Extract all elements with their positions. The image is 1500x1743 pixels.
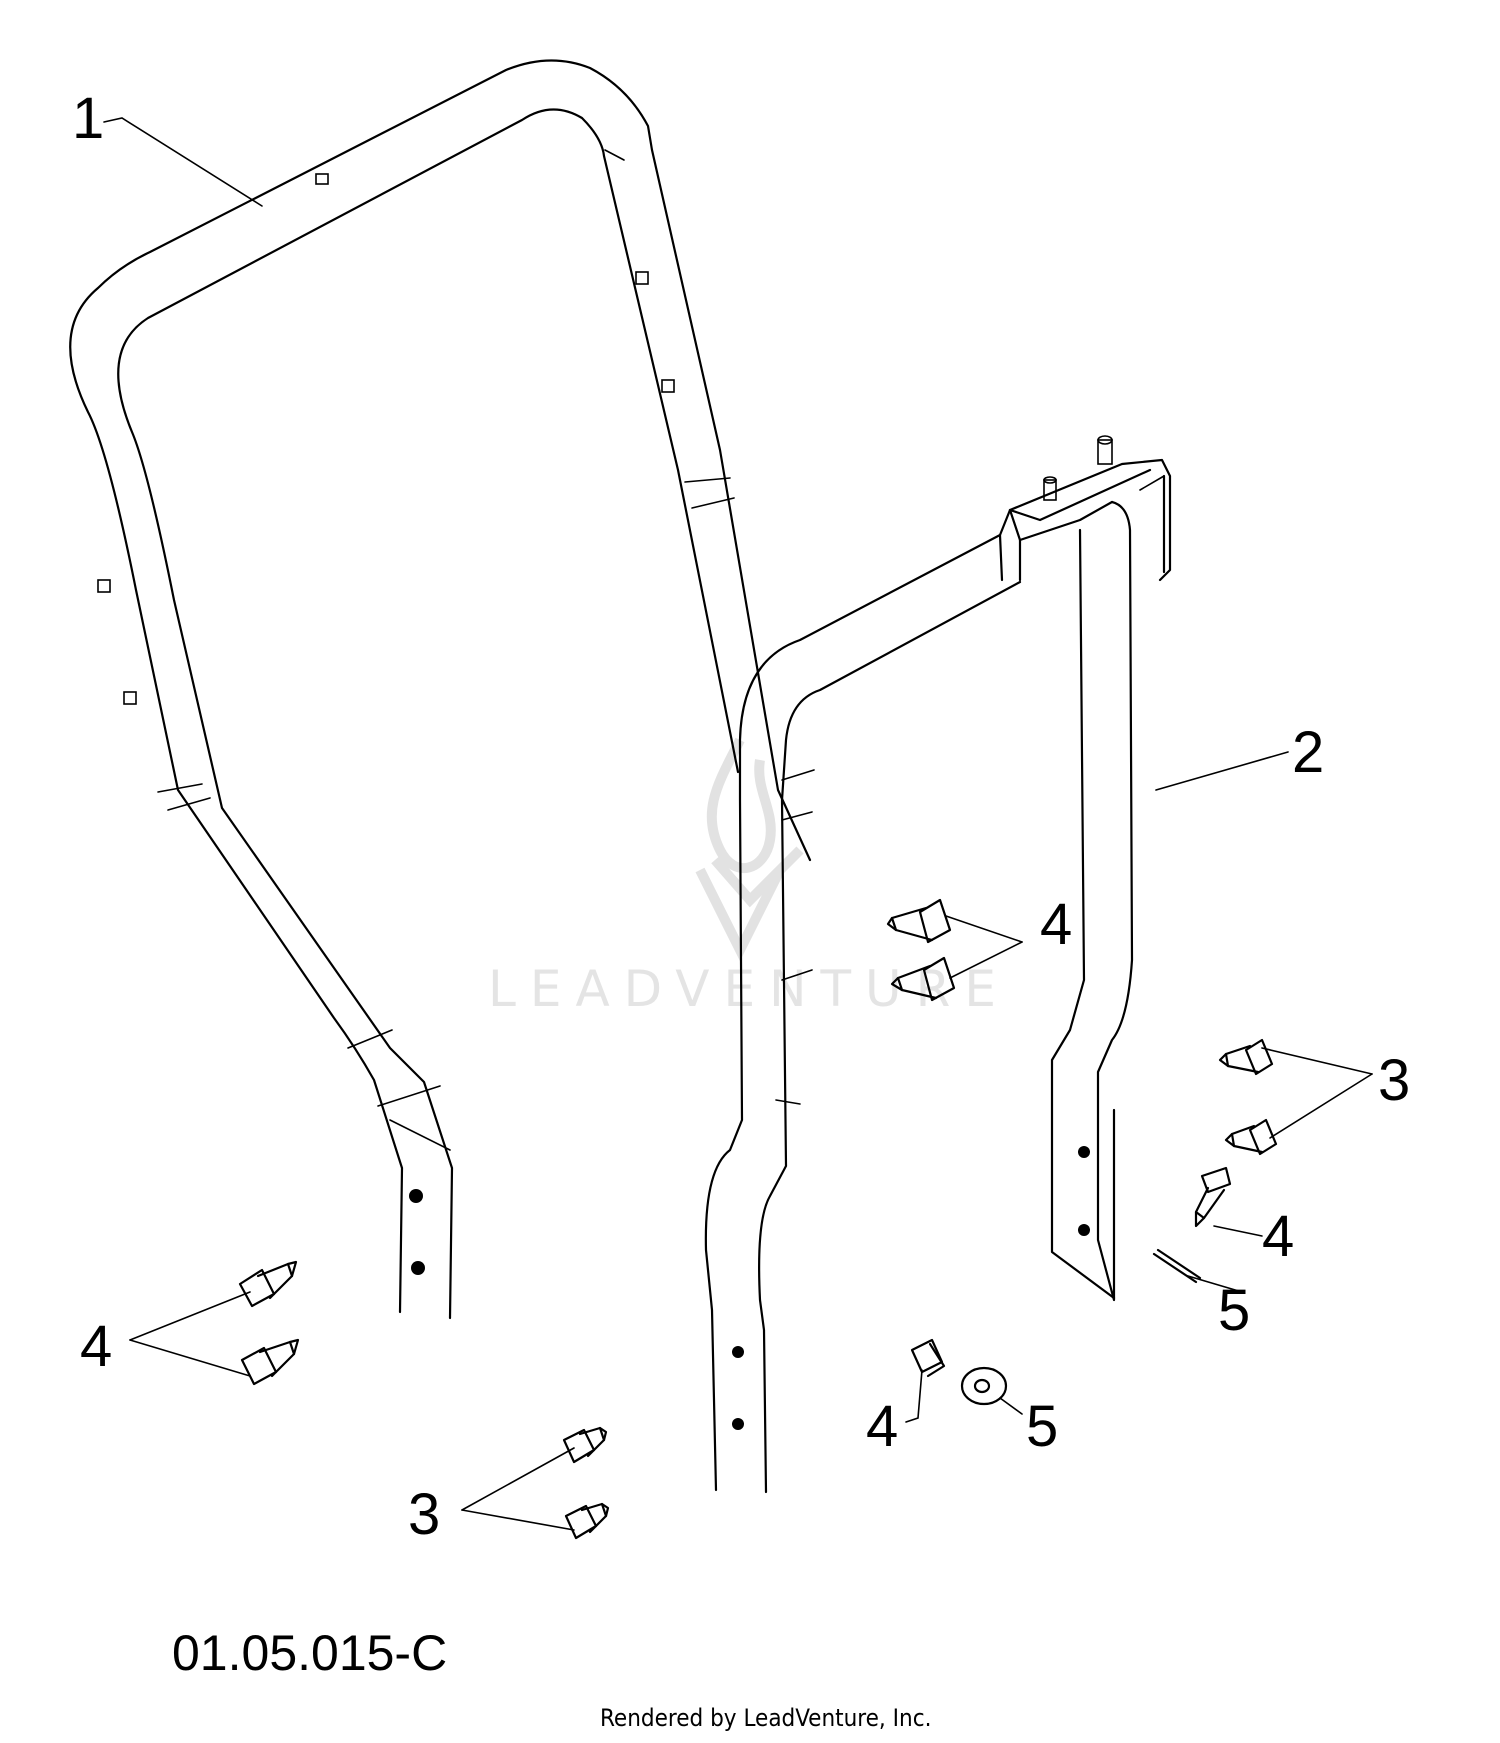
bolt-hole <box>409 1189 423 1203</box>
callout-4: 4 <box>866 1394 898 1459</box>
bolt-icon <box>1194 1166 1232 1228</box>
callout-4: 4 <box>80 1314 112 1379</box>
fasteners <box>238 898 1278 1540</box>
callout-4: 4 <box>1040 892 1072 957</box>
leader-lines <box>103 117 1373 1531</box>
callout-5: 5 <box>1026 1394 1058 1459</box>
callout-2: 2 <box>1292 720 1324 785</box>
callout-3: 3 <box>1378 1048 1410 1113</box>
bolt-hole <box>411 1261 425 1275</box>
bolt-icon <box>238 1260 298 1308</box>
bolt-icon <box>562 1426 608 1464</box>
bolt-hole <box>732 1346 744 1358</box>
callout-4: 4 <box>1262 1204 1294 1269</box>
nut-icon <box>1218 1038 1274 1076</box>
watermark: LEADVENTURE <box>488 737 1010 1018</box>
bolt-icon <box>564 1502 610 1540</box>
render-credit: Rendered by LeadVenture, Inc. <box>600 1704 931 1732</box>
callout-labels: 1 2 3 3 4 4 4 4 4 5 5 <box>72 86 1410 1547</box>
bolt-icon <box>240 1338 300 1386</box>
bolt-hole <box>1078 1146 1090 1158</box>
bolt-hole <box>1078 1224 1090 1236</box>
callout-3: 3 <box>408 1482 440 1547</box>
pin-icon <box>1152 1248 1202 1284</box>
callout-5: 5 <box>1218 1278 1250 1343</box>
washer-icon <box>960 1366 1008 1406</box>
bolt-icon <box>886 898 952 944</box>
bolt-hole <box>732 1418 744 1430</box>
bolt-icon <box>890 956 956 1002</box>
nut-icon <box>910 1338 946 1378</box>
nut-icon <box>1224 1118 1278 1156</box>
watermark-text: LEADVENTURE <box>488 960 1010 1018</box>
support-frame-part-2 <box>704 435 1172 1494</box>
callout-1: 1 <box>72 86 104 151</box>
diagram-part-code: 01.05.015-C <box>172 1625 447 1681</box>
roll-bar-frame-part-1 <box>69 59 812 1320</box>
